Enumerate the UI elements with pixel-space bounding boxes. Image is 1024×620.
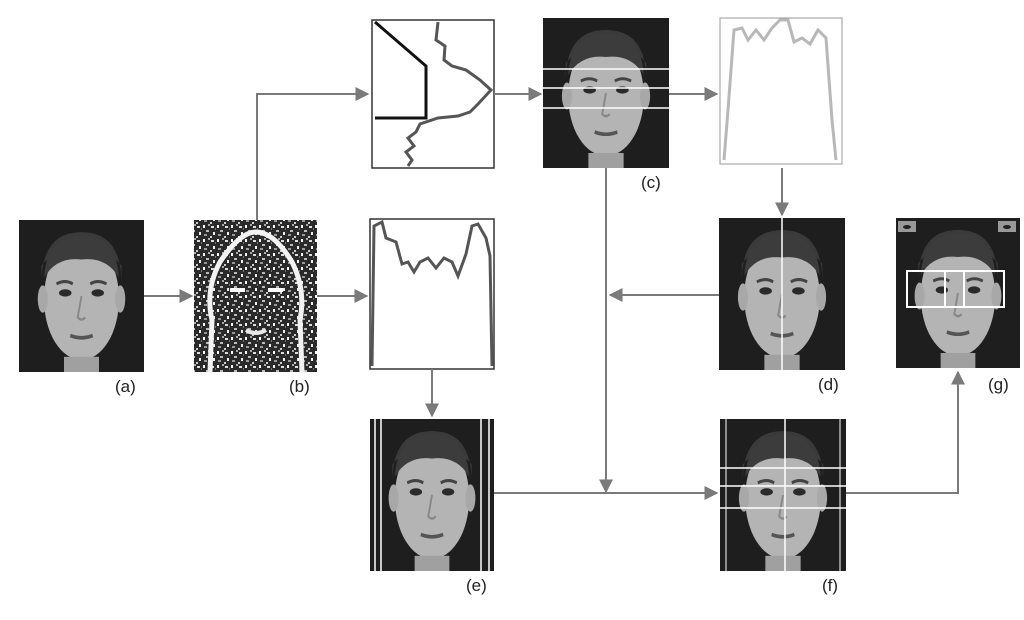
panel-f-label: (f) — [822, 576, 838, 595]
panel-f-face-image — [720, 419, 846, 571]
panel-b-label: (b) — [289, 377, 310, 396]
panel-c-face-image — [543, 18, 669, 168]
arrow-b-to-vertical-plot — [256, 87, 370, 220]
panel-c-label: (c) — [641, 173, 661, 192]
panel-d-label: (d) — [818, 375, 839, 394]
eye-thumbnail-right — [998, 221, 1016, 232]
arrow-f-to-g — [846, 370, 965, 494]
panel-e-label: (e) — [466, 576, 487, 595]
panel-g-face-image — [896, 218, 1020, 368]
panel-b-edge-image — [194, 220, 317, 373]
eye-thumbnail-left — [898, 221, 916, 232]
panel-d-face-image — [719, 218, 845, 370]
panel-a-face-image — [19, 220, 144, 372]
panel-g-label: (g) — [988, 375, 1009, 394]
eye-band-projection-plot — [719, 17, 843, 165]
vertical-projection-plot — [371, 19, 495, 169]
horizontal-projection-plot — [369, 218, 495, 370]
panel-a-label: (a) — [115, 377, 136, 396]
panel-e-face-image — [370, 419, 494, 571]
